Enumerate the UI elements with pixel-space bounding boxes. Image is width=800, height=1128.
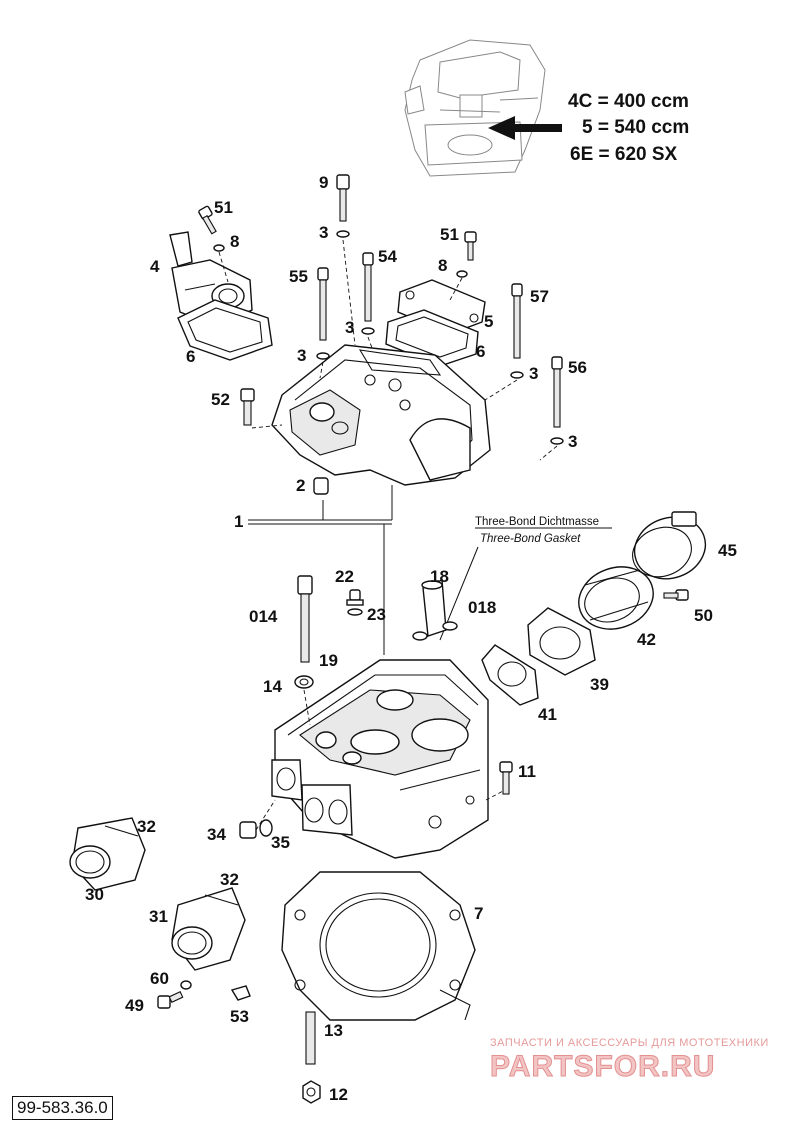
screw-11 <box>499 761 513 795</box>
cylinder-head-cover <box>271 344 491 486</box>
seal-ring-23 <box>347 608 363 616</box>
callout-50: 50 <box>694 606 713 625</box>
callout-5: 5 <box>484 312 493 331</box>
nut-12 <box>302 1080 321 1104</box>
watermark-logo: PARTSFOR.RU <box>490 1050 715 1083</box>
callout-49: 49 <box>125 996 144 1015</box>
bolt-9 <box>336 174 350 222</box>
callout-32a: 32 <box>137 817 156 836</box>
callout-2: 2 <box>296 476 305 495</box>
callout-39: 39 <box>590 675 609 694</box>
callout-6b: 6 <box>476 342 485 361</box>
gasket-6a <box>177 299 273 361</box>
bolt-014 <box>297 575 313 663</box>
washer-3a <box>336 230 350 238</box>
note-dichtmasse: Three-Bond Dichtmasse <box>475 516 599 528</box>
bolt-56 <box>551 356 563 428</box>
legend-6e: 6E = 620 SX <box>570 144 678 165</box>
callout-8b: 8 <box>438 256 447 275</box>
o-ring-018 <box>412 621 458 641</box>
callout-3c: 3 <box>297 346 306 365</box>
callout-12: 12 <box>329 1085 348 1104</box>
washer-60 <box>180 980 192 990</box>
callout-1: 1 <box>234 512 243 531</box>
callout-3e: 3 <box>568 432 577 451</box>
stud-13 <box>305 1011 316 1065</box>
callout-45: 45 <box>718 541 737 560</box>
callout-56: 56 <box>568 358 587 377</box>
callout-7: 7 <box>474 904 483 923</box>
legend-5: 5 = 540 ccm <box>582 117 689 138</box>
callout-32b: 32 <box>220 870 239 889</box>
watermark: ЗАПЧАСТИ И АКСЕССУАРЫ ДЛЯ МОТОТЕХНИКИ PA… <box>490 1037 769 1084</box>
inset-pointer-arrow <box>488 116 562 140</box>
screw-49 <box>157 991 184 1009</box>
callout-22: 22 <box>335 567 354 586</box>
callout-13: 13 <box>324 1021 343 1040</box>
cylinder-head <box>271 659 489 859</box>
hose-clamp-45 <box>632 511 707 580</box>
callout-57: 57 <box>530 287 549 306</box>
callout-14: 14 <box>263 677 282 696</box>
callout-53: 53 <box>230 1007 249 1026</box>
callout-18: 18 <box>430 567 449 586</box>
bolt-52 <box>240 388 255 426</box>
callout-34: 34 <box>207 825 226 844</box>
washer-3c <box>510 371 524 379</box>
engine-inset-illustration <box>404 39 546 177</box>
callout-014: 014 <box>249 607 278 626</box>
intake-pipe-30 <box>69 817 146 891</box>
plug-22 <box>346 589 364 606</box>
watermark-subtitle: ЗАПЧАСТИ И АКСЕССУАРЫ ДЛЯ МОТОТЕХНИКИ <box>490 1037 769 1049</box>
bolt-57 <box>511 283 523 359</box>
callout-51b: 51 <box>440 225 459 244</box>
clip-53 <box>230 985 251 1001</box>
callout-55: 55 <box>289 267 308 286</box>
intake-flange-42 <box>578 566 654 630</box>
screw-51b <box>464 231 477 261</box>
callout-35: 35 <box>271 833 290 852</box>
callout-3a: 3 <box>319 223 328 242</box>
callout-11: 11 <box>518 762 536 781</box>
callout-31: 31 <box>149 907 168 926</box>
callout-3b: 3 <box>345 318 354 337</box>
legend-4c: 4C = 400 ccm <box>568 91 689 112</box>
washer-3d <box>316 352 330 360</box>
washer-8b <box>456 270 468 278</box>
sleeve-2 <box>313 477 329 495</box>
bolt-55 <box>317 267 329 341</box>
sleeve-18 <box>421 578 447 637</box>
intake-pipe-31 <box>171 887 246 971</box>
seal-35 <box>259 819 273 837</box>
callout-19: 19 <box>319 651 338 670</box>
callout-3d: 3 <box>529 364 538 383</box>
washer-3e <box>550 437 564 445</box>
washer-8a <box>213 244 225 252</box>
head-gasket-7 <box>281 871 476 1021</box>
callout-52: 52 <box>211 390 230 409</box>
plug-34 <box>239 821 257 839</box>
callout-4: 4 <box>150 257 160 276</box>
gasket-41 <box>481 644 539 706</box>
callout-41: 41 <box>538 705 557 724</box>
note-gasket: Three-Bond Gasket <box>480 533 581 545</box>
callout-9: 9 <box>319 173 328 192</box>
callout-23: 23 <box>367 605 386 624</box>
callout-60: 60 <box>150 969 169 988</box>
screw-50 <box>663 589 689 601</box>
callout-42: 42 <box>637 630 656 649</box>
washer-3b <box>361 327 375 335</box>
intake-spacer-39 <box>527 607 596 676</box>
callout-54: 54 <box>378 247 397 266</box>
callout-6a: 6 <box>186 347 195 366</box>
bolt-54 <box>362 252 374 322</box>
callout-8a: 8 <box>230 232 239 251</box>
callout-51a: 51 <box>214 198 233 217</box>
document-number: 99-583.36.0 <box>12 1096 113 1120</box>
callout-30: 30 <box>85 885 104 904</box>
screw-51a <box>198 205 217 235</box>
callout-018: 018 <box>468 598 496 617</box>
washer-14 <box>294 675 314 689</box>
